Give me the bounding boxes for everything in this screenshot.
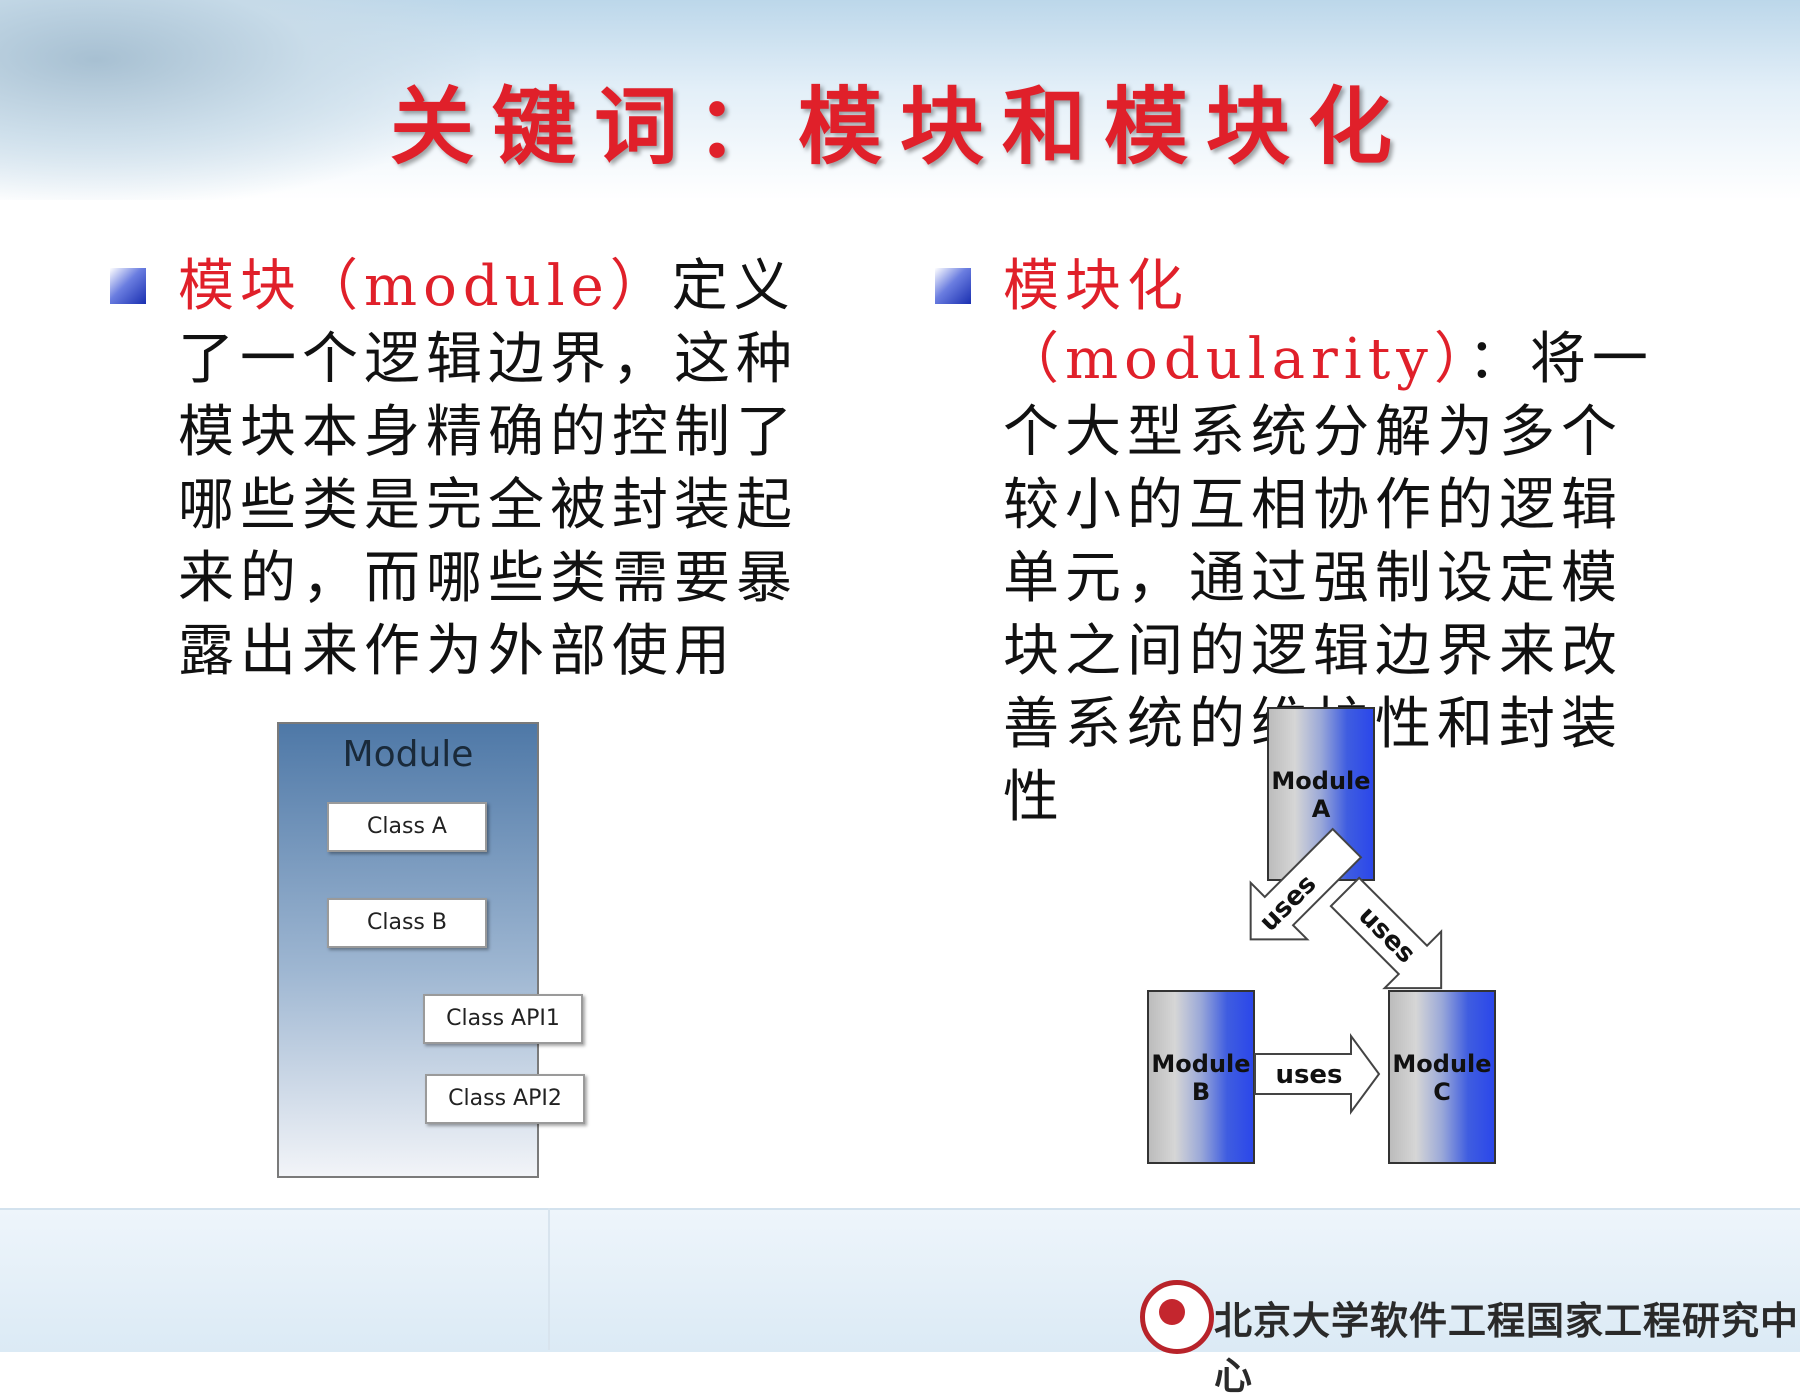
university-seal-icon: [1140, 1280, 1214, 1354]
class-api2-box: Class API2: [425, 1074, 585, 1124]
uses-label-b-c: uses: [1275, 1060, 1342, 1090]
module-c-label: Module C: [1392, 1050, 1492, 1106]
slide-title: 关键词：模块和模块化: [389, 77, 1410, 176]
module-c-box: Module C: [1388, 990, 1496, 1164]
class-api1-box: Class API1: [423, 994, 583, 1044]
module-term: 模块（module）: [178, 254, 672, 319]
class-b-box: Class B: [327, 898, 487, 948]
module-b-label: Module B: [1151, 1050, 1251, 1106]
module-title: Module: [342, 734, 474, 775]
module-container: Module Class A Class B Class API1 Class …: [277, 722, 585, 1178]
footer-org-name: 北京大学软件工程国家工程研究中心: [1214, 1299, 1800, 1398]
footer-bar: [0, 1208, 1800, 1352]
modularity-term: 模块化（modularity）: [1003, 254, 1468, 392]
module-description: 定义了一个逻辑边界，这种模块本身精确的控制了哪些类是完全被封装起来的，而哪些类需…: [178, 254, 798, 684]
uses-arrows: uses uses uses: [1249, 827, 1443, 1116]
footer-divider: [548, 1208, 550, 1350]
seal-center: [1159, 1299, 1185, 1325]
module-definition-text: 模块（module）定义了一个逻辑边界，这种模块本身精确的控制了哪些类是完全被封…: [178, 250, 850, 688]
bullet-icon: [935, 268, 971, 304]
campus-gate-decoration: [0, 0, 480, 200]
uses-arrow-b-to-c: uses: [1254, 1032, 1381, 1116]
modularity-definition: 模块化（modularity）：将一个大型系统分解为多个较小的互相协作的逻辑单元…: [935, 250, 1675, 834]
class-a-box: Class A: [327, 802, 487, 852]
module-a-label: Module A: [1271, 767, 1371, 823]
bullet-icon: [110, 268, 146, 304]
modularity-description: ：将一个大型系统分解为多个较小的互相协作的逻辑单元，通过强制设定模块之间的逻辑边…: [1003, 327, 1654, 830]
modularity-definition-text: 模块化（modularity）：将一个大型系统分解为多个较小的互相协作的逻辑单元…: [1003, 250, 1675, 834]
uses-arrow-a-to-c: uses: [1329, 876, 1443, 990]
module-definition: 模块（module）定义了一个逻辑边界，这种模块本身精确的控制了哪些类是完全被封…: [110, 250, 850, 688]
